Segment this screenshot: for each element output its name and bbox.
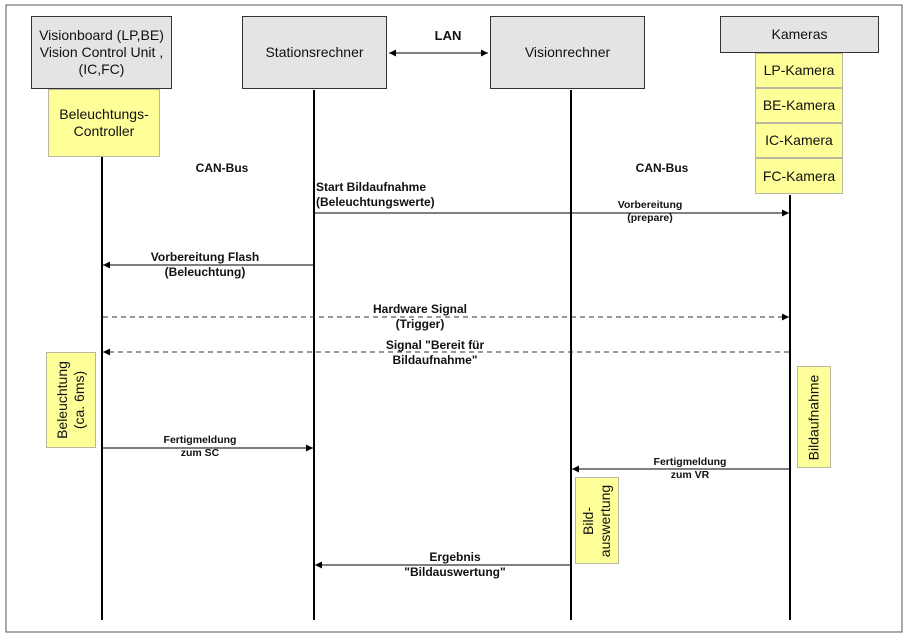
- msg-fertigmeldung-vr-label: Fertigmeldung zum VR: [653, 456, 727, 481]
- msg-start-bildaufnahme-label: Start Bildaufnahme (Beleuchtungswerte): [316, 180, 435, 209]
- ic-kamera-box: IC-Kamera: [755, 123, 843, 158]
- can-bus-left-label: CAN-Bus: [195, 161, 249, 175]
- be-kamera-box: BE-Kamera: [755, 88, 843, 123]
- bildauswertung-activation-label: Bild- auswertung: [580, 484, 614, 557]
- bildauswertung-activation: Bild- auswertung: [575, 477, 619, 564]
- lan-label: LAN: [434, 28, 462, 43]
- beleuchtung-activation-label: Beleuchtung (ca. 6ms): [54, 361, 87, 439]
- diagram-frame: [5, 4, 903, 633]
- participant-visionrechner: Visionrechner: [490, 16, 645, 89]
- bildaufnahme-activation-label: Bildaufnahme: [805, 374, 822, 460]
- participant-visionboard: Visionboard (LP,BE) Vision Control Unit …: [31, 16, 172, 89]
- fc-kamera-box: FC-Kamera: [755, 158, 843, 194]
- can-bus-right-label: CAN-Bus: [635, 161, 689, 175]
- msg-hardware-signal-label: Hardware Signal (Trigger): [372, 302, 468, 331]
- msg-ergebnis-label: Ergebnis "Bildauswertung": [404, 550, 506, 579]
- bildaufnahme-activation: Bildaufnahme: [797, 366, 831, 468]
- msg-vorbereitung-prepare-label: Vorbereitung (prepare): [617, 199, 683, 224]
- msg-signal-bereit-label: Signal "Bereit für Bildaufnahme": [385, 338, 485, 367]
- beleuchtung-activation: Beleuchtung (ca. 6ms): [46, 352, 96, 448]
- participant-stationsrechner: Stationsrechner: [242, 16, 387, 89]
- msg-vorbereitung-flash-label: Vorbereitung Flash (Beleuchtung): [150, 250, 260, 279]
- lp-kamera-box: LP-Kamera: [755, 53, 843, 88]
- beleuchtungs-controller-box: Beleuchtungs- Controller: [48, 89, 160, 157]
- msg-fertigmeldung-sc-label: Fertigmeldung zum SC: [163, 434, 237, 459]
- participant-kameras: Kameras: [720, 16, 879, 53]
